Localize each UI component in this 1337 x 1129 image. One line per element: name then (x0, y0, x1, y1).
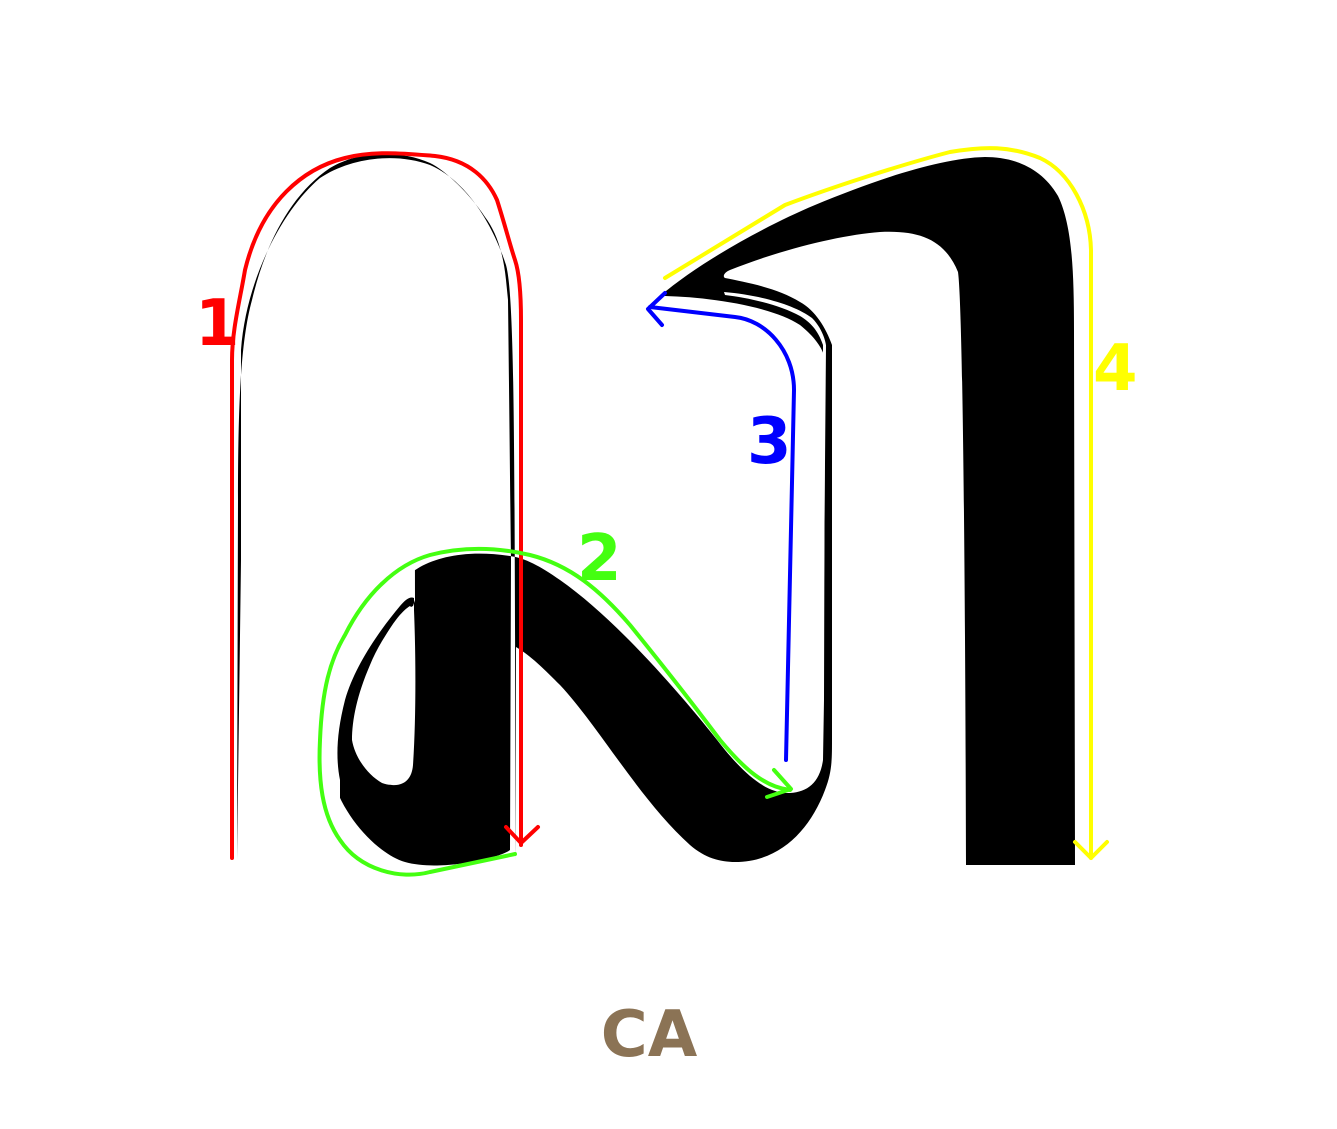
stroke-1-label: 1 (195, 287, 240, 361)
stroke-4-label: 4 (1093, 332, 1138, 406)
glyph-right-arm-gap (724, 292, 826, 700)
glyph-ca (237, 153, 1075, 866)
stroke-2-path (317, 546, 792, 877)
stroke-4-path (663, 146, 1093, 860)
stroke-3-label: 3 (747, 405, 792, 479)
stroke-4-guide (663, 146, 1109, 860)
stroke-3-path (648, 305, 796, 762)
stroke-4-arrowhead (1073, 840, 1109, 860)
stroke-3-arrowhead (646, 291, 667, 327)
stroke-2-guide (317, 546, 793, 877)
stroke-3-guide (646, 291, 796, 762)
stroke-2-arrowhead (765, 768, 793, 799)
glyph-left-arch-fill (237, 153, 1075, 866)
letter-caption: CA (601, 998, 698, 1072)
stroke-2-label: 2 (577, 522, 622, 596)
stroke-1-guide (230, 151, 540, 860)
stroke-1-arrowhead (504, 825, 540, 845)
glyph-loop-hole (352, 606, 416, 786)
stroke-1-path (230, 151, 523, 860)
